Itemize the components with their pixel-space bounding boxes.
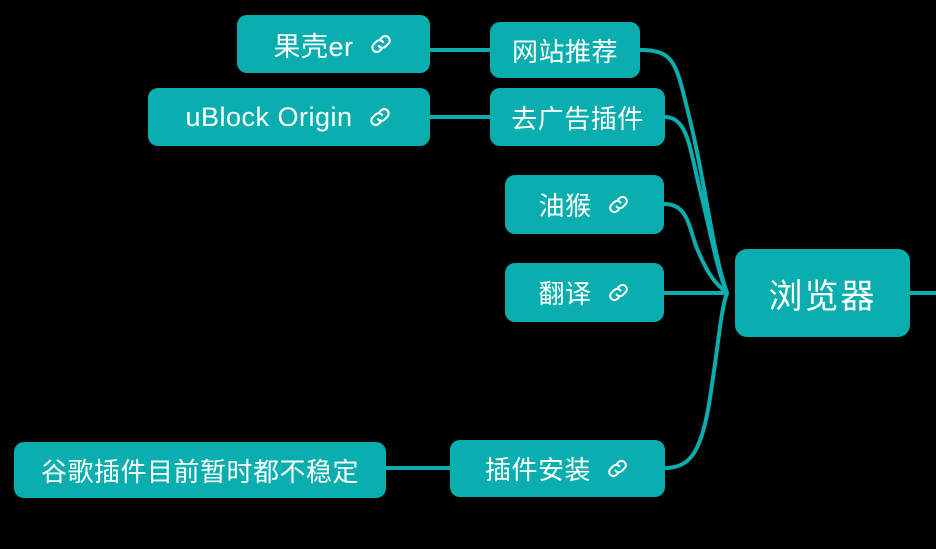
leaf-google-plugin-unstable[interactable]: 谷歌插件目前暂时都不稳定: [14, 442, 386, 498]
branch-website-recommend-label: 网站推荐: [511, 36, 618, 67]
conn-root-plugin-install: [663, 291, 729, 470]
link-icon[interactable]: [605, 456, 630, 481]
branch-tampermonkey-label: 油猴: [538, 191, 592, 221]
root-label: 浏览器: [768, 277, 877, 316]
branch-adblock-label: 去广告插件: [511, 103, 644, 134]
branch-plugin-install-label: 插件安装: [484, 455, 591, 485]
conn-root-adblock: [663, 115, 729, 295]
link-icon[interactable]: [368, 31, 394, 57]
leaf-guoke[interactable]: 果壳er: [237, 15, 430, 73]
link-icon[interactable]: [367, 104, 393, 130]
branch-website-recommend[interactable]: 网站推荐: [490, 22, 640, 78]
conn-root-website: [638, 48, 729, 295]
root[interactable]: 浏览器: [735, 249, 910, 337]
leaf-google-plugin-unstable-label: 谷歌插件目前暂时都不稳定: [40, 456, 359, 487]
leaf-guoke-label: 果壳er: [273, 31, 354, 62]
leaf-ublock-origin-label: uBlock Origin: [185, 101, 353, 132]
link-icon[interactable]: [606, 280, 631, 305]
leaf-ublock-origin[interactable]: uBlock Origin: [148, 88, 430, 146]
branch-translate-label: 翻译: [538, 279, 592, 309]
link-icon[interactable]: [606, 192, 631, 217]
conn-root-tampermonkey: [662, 202, 729, 295]
branch-plugin-install[interactable]: 插件安装: [450, 440, 665, 497]
branch-adblock[interactable]: 去广告插件: [490, 88, 665, 146]
branch-translate[interactable]: 翻译: [505, 263, 664, 322]
branch-tampermonkey[interactable]: 油猴: [505, 175, 664, 234]
